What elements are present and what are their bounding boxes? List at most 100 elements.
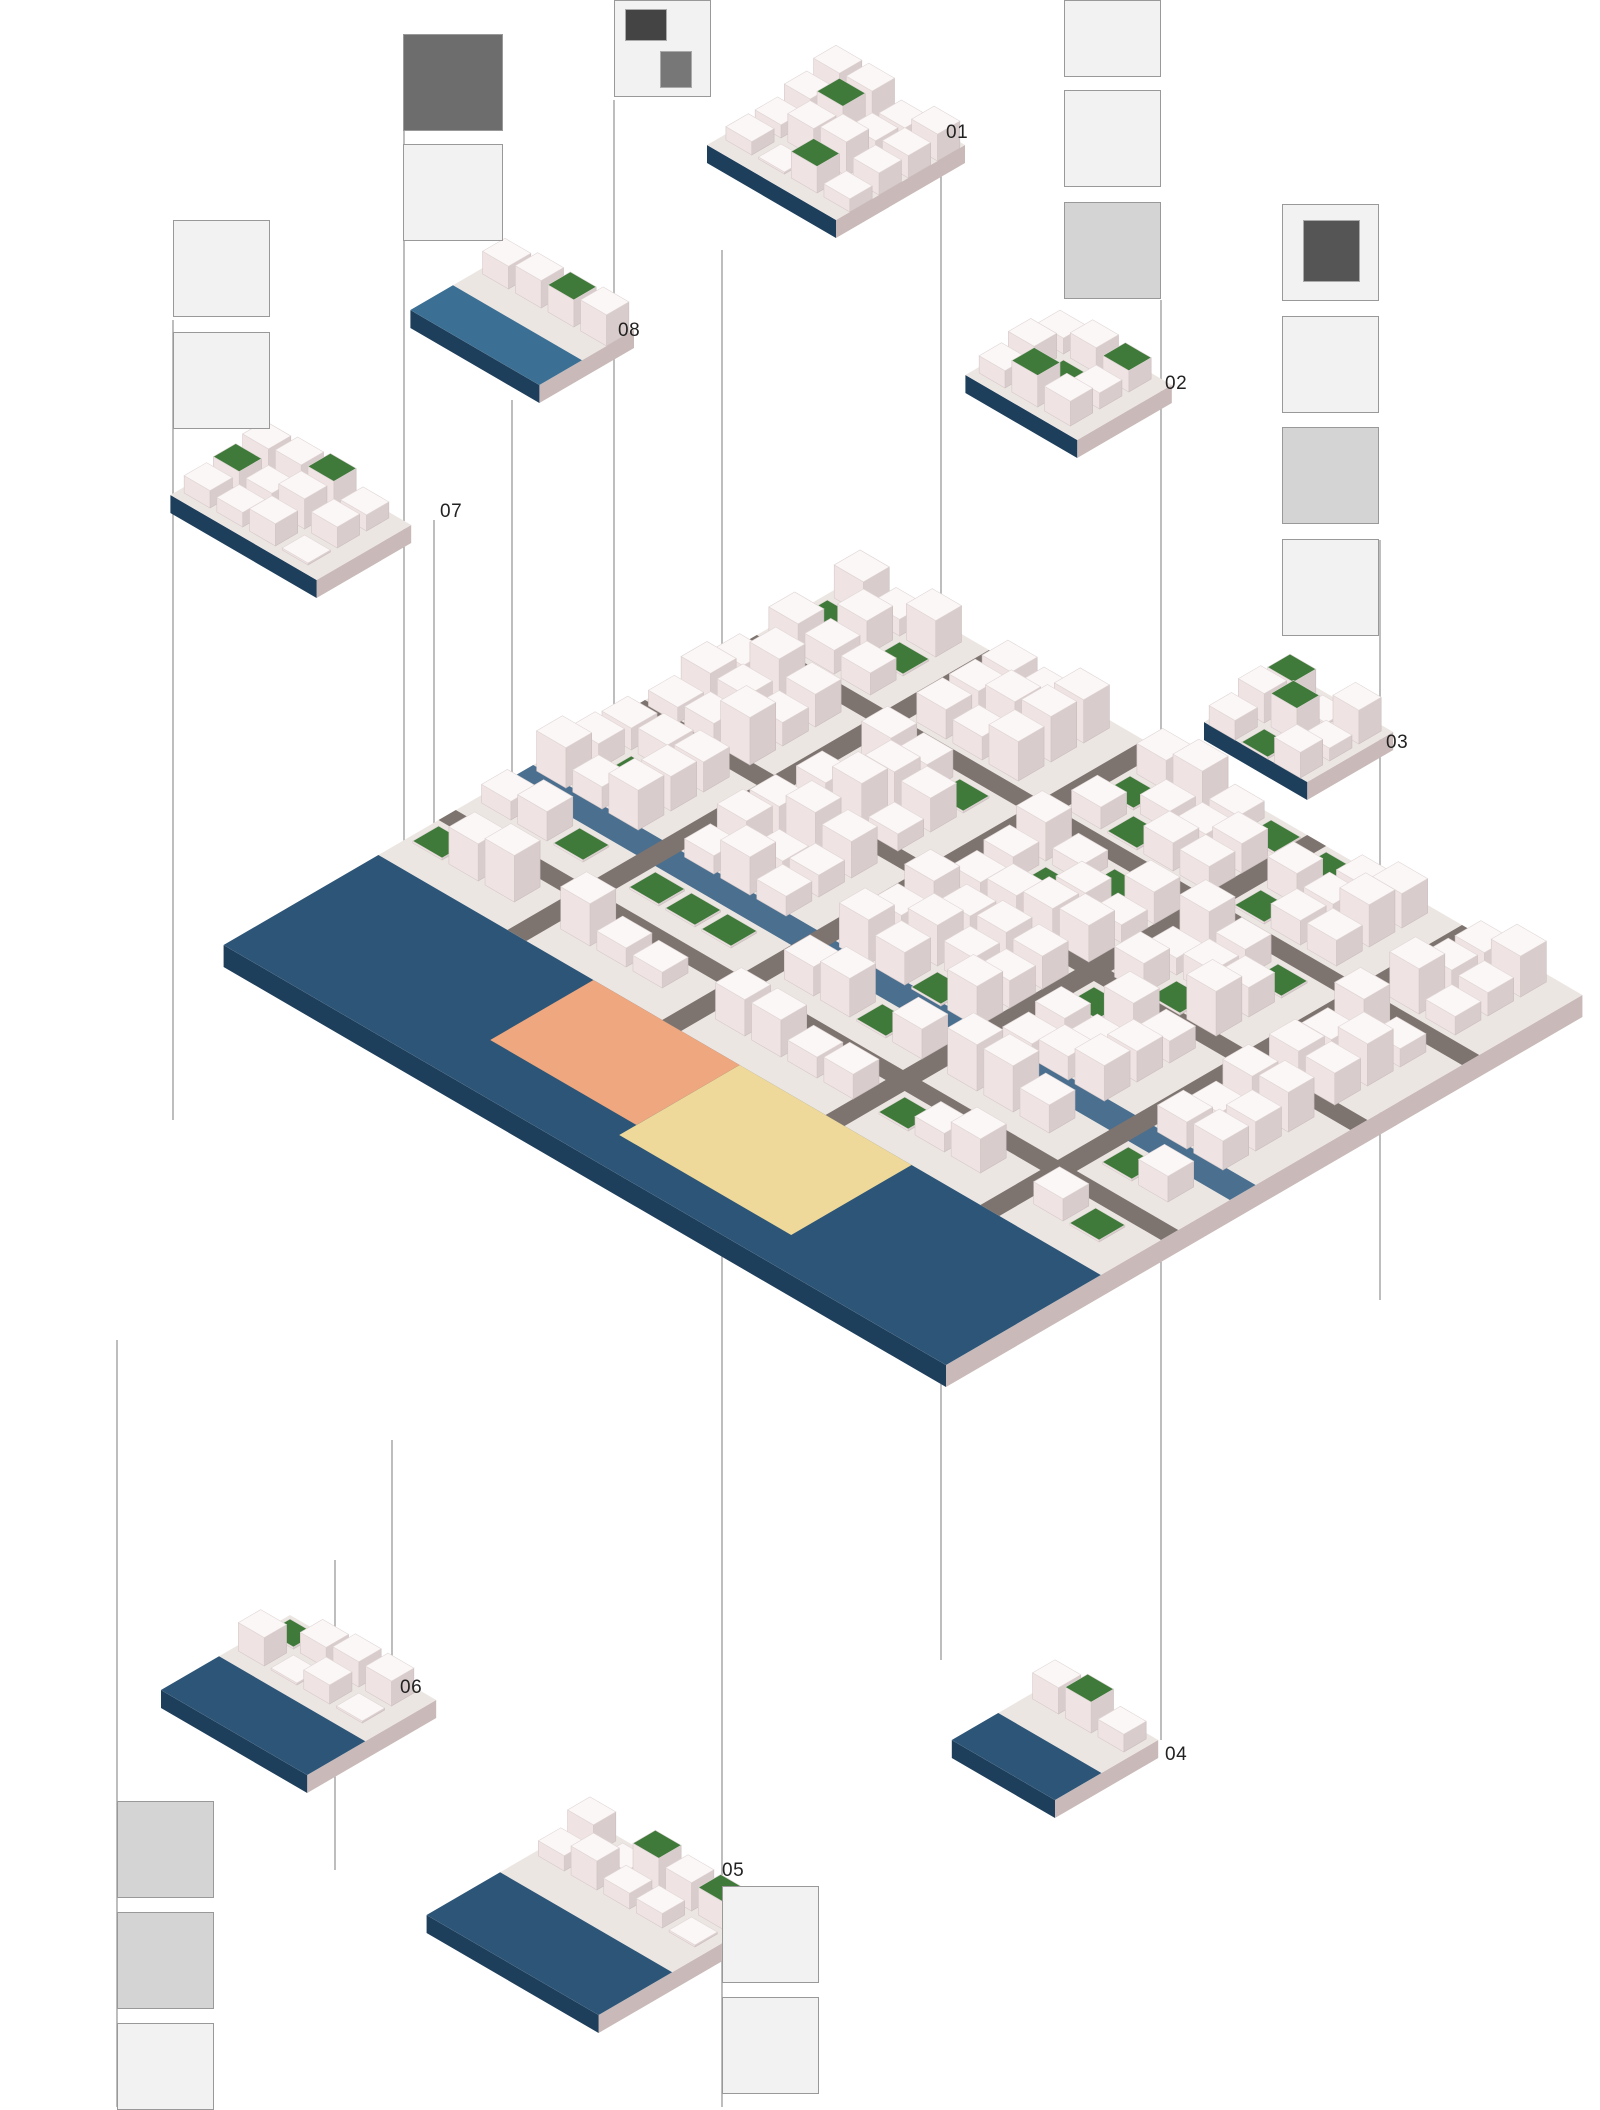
inset-07-building <box>216 484 266 513</box>
building <box>1034 986 1092 1019</box>
building <box>1022 876 1080 909</box>
building <box>632 939 689 973</box>
thumbnail-drawing[interactable] <box>403 144 503 241</box>
thumbnail-waterfront-section[interactable] <box>722 1997 819 2094</box>
building <box>749 626 806 660</box>
building <box>983 824 1040 858</box>
building <box>900 765 957 799</box>
inset-07-building <box>340 486 390 516</box>
inset-01-building <box>881 127 932 157</box>
building <box>601 695 658 729</box>
thumbnail-pavilion[interactable] <box>117 2023 214 2110</box>
detail-insets <box>161 44 1394 2033</box>
label-07: 07 <box>440 501 463 522</box>
thumbnail-aerial-photo[interactable] <box>117 1912 214 2009</box>
thumbnail-cluster-axo[interactable] <box>1282 539 1379 636</box>
building <box>1222 1043 1279 1077</box>
building <box>950 850 1007 883</box>
inset-06-base-side <box>307 1700 437 1793</box>
inset-01-building <box>852 144 902 174</box>
inset-05-water <box>426 1872 673 2015</box>
inset-05-building <box>570 1832 620 1862</box>
inset-02-base-side <box>1077 385 1172 458</box>
thumbnail-plan[interactable] <box>1282 316 1379 413</box>
park <box>628 871 686 905</box>
building <box>720 685 777 718</box>
building <box>1186 959 1243 992</box>
thumbnail-roof-axo[interactable] <box>1282 427 1379 524</box>
inset-05-building <box>603 1864 653 1894</box>
building <box>988 709 1045 742</box>
city-base-front <box>223 945 947 1387</box>
building <box>1225 1089 1282 1123</box>
building <box>1212 811 1269 844</box>
inset-08-water <box>410 285 582 385</box>
park <box>701 913 758 947</box>
thumbnail-diagrams[interactable] <box>1064 90 1161 187</box>
building <box>1304 1040 1362 1074</box>
inset-07-base-front <box>170 495 317 598</box>
inset-08-building <box>482 237 532 267</box>
thumbnail-waterfront-axo[interactable] <box>722 1886 819 1983</box>
thumbnail-elevation[interactable] <box>614 0 711 97</box>
inset-02-building <box>1073 364 1123 394</box>
building <box>1389 936 1446 970</box>
building <box>768 591 825 625</box>
building <box>1074 1033 1131 1066</box>
inset-04-building <box>1032 1659 1082 1689</box>
building <box>1490 923 1547 957</box>
thumbnail-section[interactable] <box>1064 0 1161 77</box>
building <box>536 715 593 749</box>
building <box>673 729 730 763</box>
inset-01-building <box>813 44 863 74</box>
plaza <box>490 980 740 1125</box>
thumbnail-map[interactable] <box>1064 202 1161 299</box>
thumbnail-building-axo[interactable] <box>1282 204 1379 301</box>
inset-05-base-front <box>426 1915 599 2033</box>
inset-08-base-side <box>539 330 634 403</box>
building <box>716 788 773 822</box>
inset-06-building <box>335 1692 386 1722</box>
building <box>1268 1018 1325 1052</box>
thumbnail-street-section[interactable] <box>173 220 270 317</box>
building <box>680 641 737 674</box>
park <box>553 827 610 861</box>
building <box>1070 774 1128 808</box>
thumbnail-street-elevation[interactable] <box>173 332 270 429</box>
building <box>1371 861 1429 894</box>
building <box>979 948 1037 982</box>
building <box>874 920 932 953</box>
building <box>1019 1072 1076 1106</box>
inset-07-building <box>248 495 299 525</box>
building <box>1103 970 1160 1004</box>
building <box>596 915 653 949</box>
inset-08-building <box>547 271 597 301</box>
thumbnail-photo[interactable] <box>403 34 503 131</box>
building <box>608 757 665 791</box>
inset-04-building <box>1097 1705 1147 1735</box>
inset-01-building <box>849 112 899 142</box>
building <box>1179 834 1236 867</box>
inset-06-base-ground <box>161 1615 437 1775</box>
inset-03-building <box>1273 724 1324 753</box>
inset-07-building <box>281 534 331 564</box>
building <box>1337 1011 1394 1045</box>
building <box>720 824 777 858</box>
building <box>1138 1143 1195 1177</box>
building <box>1215 916 1272 950</box>
building <box>1425 984 1482 1017</box>
inset-05-building <box>567 1796 617 1826</box>
inset-06-water <box>161 1656 366 1775</box>
inset-02-building <box>1007 318 1058 347</box>
inset-07-building <box>183 462 233 492</box>
inset-03-base-front <box>1204 722 1308 800</box>
label-05: 05 <box>722 1860 745 1881</box>
inset-05-base-side <box>598 1920 762 2033</box>
building <box>1139 1008 1196 1042</box>
inset-03-building <box>1303 719 1353 749</box>
thumbnail-market-photo[interactable] <box>117 1801 214 1898</box>
building <box>1172 738 1229 772</box>
inset-05-building <box>632 1829 682 1859</box>
inset-02-building <box>1102 342 1152 372</box>
building <box>1339 872 1396 906</box>
